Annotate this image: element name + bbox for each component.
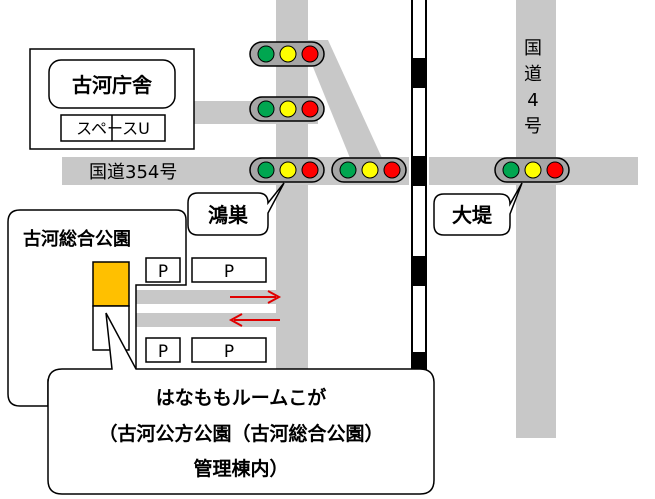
svg-text:4: 4 <box>527 90 538 111</box>
parking-lots: P P P P <box>145 257 267 363</box>
traffic-signal <box>249 96 325 122</box>
route4-label: 国 道 4 号 <box>524 38 542 137</box>
parking-lot: P <box>191 337 267 363</box>
rail-block <box>412 156 426 186</box>
traffic-signals <box>249 41 570 183</box>
svg-text:P: P <box>158 342 168 362</box>
park-entrance-road-upper <box>136 290 278 304</box>
parking-lot: P <box>145 337 181 363</box>
svg-text:P: P <box>158 262 168 282</box>
space-u-label: スペースU <box>76 119 150 138</box>
rail-block <box>412 256 426 286</box>
otsutsumi-label: 大堤 <box>452 203 493 227</box>
svg-text:P: P <box>224 262 234 282</box>
management-building <box>92 261 130 307</box>
traffic-signal <box>494 157 570 183</box>
svg-text:道: 道 <box>524 64 542 85</box>
route4-road <box>516 0 556 438</box>
facility-location: （古河公方公園（古河総合公園） <box>98 422 383 445</box>
svg-text:P: P <box>224 342 234 362</box>
traffic-signal <box>249 41 325 67</box>
park-area: 古河総合公園 <box>7 209 187 407</box>
park-label: 古河総合公園 <box>23 228 131 250</box>
parking-lot: P <box>145 257 181 283</box>
facility-name: はなももルームこが <box>156 386 326 409</box>
city-hall-box <box>48 59 176 109</box>
traffic-signal <box>249 157 325 183</box>
arrow-left-icon <box>228 313 280 327</box>
city-hall-area: 古河庁舎 スペースU <box>29 48 195 150</box>
route354-label: 国道354号 <box>89 162 177 183</box>
roads <box>62 0 638 438</box>
rail-block <box>412 58 426 88</box>
space-u-box <box>60 114 166 142</box>
otsutsumi-callout: 大堤 <box>433 182 523 236</box>
city-hall-label: 古河庁舎 <box>72 73 153 97</box>
park-entrance-road-lower <box>136 313 278 327</box>
railway <box>409 0 429 372</box>
svg-text:号: 号 <box>524 116 542 137</box>
svg-text:国: 国 <box>524 38 542 59</box>
arrow-right-icon <box>230 290 282 304</box>
diagonal-road <box>302 40 382 158</box>
rail-block <box>412 352 426 372</box>
facility-location-detail: 管理棟内） <box>193 457 288 480</box>
parking-lot: P <box>191 257 267 283</box>
konosu-callout: 鴻巣 <box>187 182 285 236</box>
facility-callout: はなももルームこが （古河公方公園（古河総合公園） 管理棟内） <box>47 312 435 495</box>
direction-arrows <box>228 290 282 327</box>
traffic-signal <box>331 157 407 183</box>
konosu-label: 鴻巣 <box>208 203 249 227</box>
